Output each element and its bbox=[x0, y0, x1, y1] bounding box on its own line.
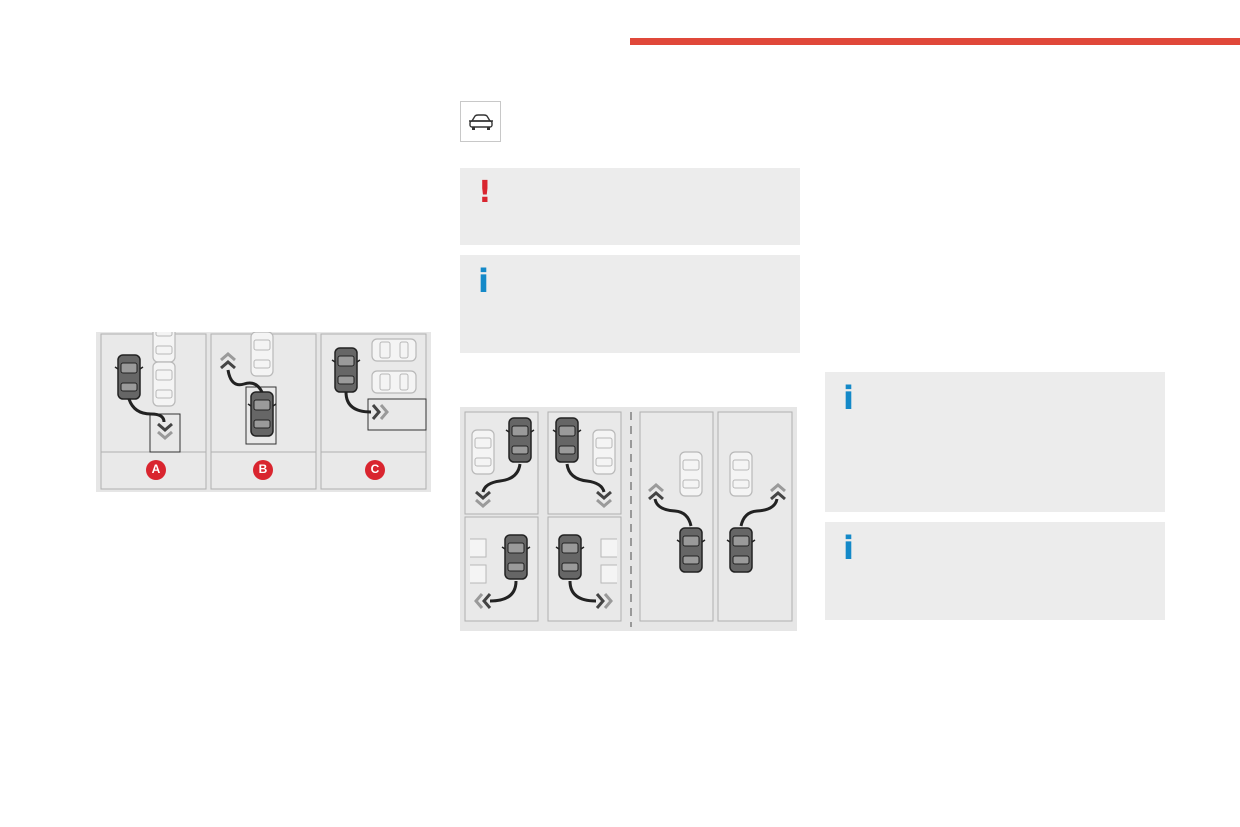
info-icon: i bbox=[478, 262, 489, 300]
warning-note: ! bbox=[460, 168, 800, 245]
exclamation-icon: ! bbox=[478, 175, 492, 210]
info-note: i bbox=[825, 522, 1165, 620]
panel-b-exit-parallel bbox=[210, 332, 317, 490]
info-note: i bbox=[825, 372, 1165, 512]
info-icon: i bbox=[843, 379, 854, 417]
parking-exit-figure bbox=[460, 407, 797, 631]
parking-maneuvers-figure: A B C bbox=[96, 332, 431, 492]
panel-b-label: B bbox=[258, 462, 268, 476]
car-outline-icon bbox=[460, 101, 501, 142]
info-note: i bbox=[460, 255, 800, 353]
header-accent-bar bbox=[630, 38, 1240, 45]
panel-a-label: A bbox=[151, 462, 161, 476]
panel-c-label: C bbox=[370, 462, 380, 476]
panel-a-parallel-parking bbox=[100, 332, 207, 490]
info-icon: i bbox=[843, 529, 854, 567]
